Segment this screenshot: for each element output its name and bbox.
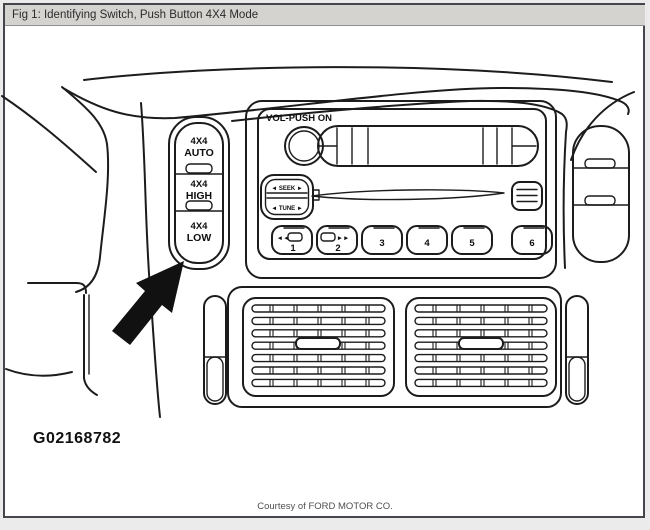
4x4-auto-line1: 4X4 (191, 136, 209, 147)
4x4-high-line2: HIGH (186, 190, 212, 202)
4x4-high-button: 4X4 HIGH (186, 179, 212, 202)
right-switch-pod (572, 125, 630, 263)
left-vent-slider (295, 337, 341, 350)
4x4-low-button: 4X4 LOW (187, 221, 212, 244)
cd-slot (311, 189, 505, 201)
preset-buttons: ◄◄ 1 ►► 2 3 4 (271, 225, 553, 255)
4x4-auto-line2: AUTO (184, 147, 214, 159)
dashboard-outline (1, 66, 635, 418)
4x4-switch-pod: 4X4 AUTO 4X4 HIGH 4X4 LOW (168, 116, 230, 270)
vent-panel (203, 286, 589, 408)
auto-indicator-slot (185, 163, 213, 174)
preset-5-label: 5 (469, 238, 475, 249)
preset-button-5: 5 (451, 225, 493, 255)
4x4-high-line1: 4X4 (191, 179, 209, 190)
rewind-icon: ◄◄ (277, 235, 290, 242)
radio-unit: VOL-PUSH ON ◄ SEEK ► ◄ TUNE ► (245, 100, 557, 279)
right-trim-pillar (565, 295, 589, 405)
radio-display (317, 125, 539, 167)
preset-3-label: 3 (379, 238, 384, 249)
4x4-low-line2: LOW (187, 232, 212, 244)
tune-label: ◄ TUNE ► (271, 206, 303, 212)
preset-button-2: ►► 2 (316, 225, 358, 255)
eject-button (511, 181, 543, 211)
high-indicator-slot (185, 200, 213, 211)
preset-button-3: 3 (361, 225, 403, 255)
right-vent-slider (458, 337, 504, 350)
courtesy-note: Courtesy of FORD MOTOR CO. (257, 501, 393, 512)
preset-2-label: 2 (335, 243, 340, 254)
right-vent (405, 297, 557, 397)
4x4-low-line1: 4X4 (191, 221, 209, 232)
figure-id-code: G02168782 (33, 430, 122, 447)
tape-icon (320, 232, 336, 242)
tape-icon (287, 232, 303, 242)
preset-button-6: 6 (511, 225, 553, 255)
radio-faceplate (257, 108, 547, 260)
preset-button-4: 4 (406, 225, 448, 255)
preset-button-1: ◄◄ 1 (271, 225, 313, 255)
seek-label: ◄ SEEK ► (271, 186, 303, 192)
seek-tune-rocker: ◄ SEEK ► ◄ TUNE ► (260, 174, 320, 220)
figure-title: Fig 1: Identifying Switch, Push Button 4… (12, 9, 259, 21)
left-vent (242, 297, 395, 397)
figure-title-bar: Fig 1: Identifying Switch, Push Button 4… (5, 5, 645, 26)
pointer-arrow-icon (112, 261, 184, 345)
preset-1-label: 1 (290, 243, 296, 254)
radio-bezel (245, 100, 557, 279)
fast-forward-icon: ►► (337, 235, 350, 242)
preset-6-label: 6 (529, 238, 534, 249)
preset-4-label: 4 (424, 238, 430, 249)
left-trim-pillar (203, 295, 227, 405)
4x4-auto-button: 4X4 AUTO (184, 136, 214, 159)
volume-knob-label: VOL-PUSH ON (266, 113, 332, 124)
